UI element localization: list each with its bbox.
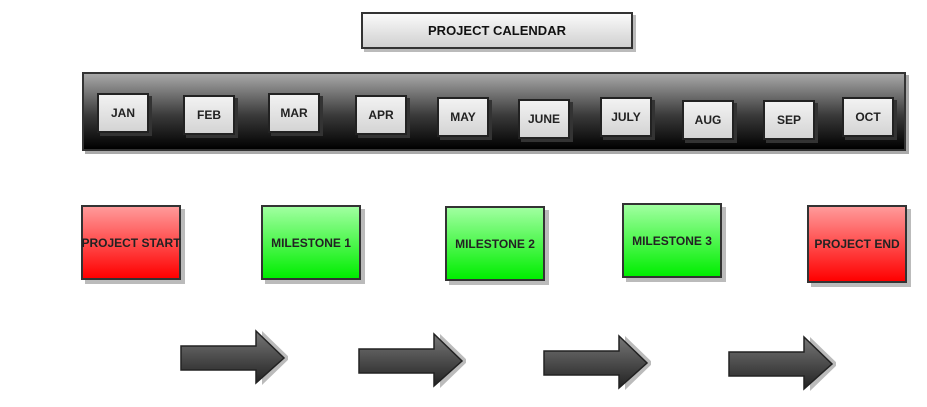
month-sep: SEP — [763, 100, 815, 140]
month-oct: OCT — [842, 97, 894, 137]
arrow-right-icon — [543, 334, 651, 390]
month-mar: MAR — [268, 93, 320, 133]
month-jan: JAN — [97, 93, 149, 133]
arrow-right-icon — [358, 332, 466, 388]
month-apr: APR — [355, 95, 407, 135]
project-end-box: PROJECT END — [807, 205, 907, 283]
project-calendar-title: PROJECT CALENDAR — [361, 12, 633, 49]
milestone-2-box: MILESTONE 2 — [445, 206, 545, 281]
arrow-right-icon — [728, 335, 836, 391]
month-june: JUNE — [518, 99, 570, 139]
month-may: MAY — [437, 97, 489, 137]
month-feb: FEB — [183, 95, 235, 135]
project-start-box: PROJECT START — [81, 205, 181, 280]
month-july: JULY — [600, 97, 652, 137]
arrow-right-icon — [180, 329, 288, 385]
month-aug: AUG — [682, 100, 734, 140]
milestone-1-box: MILESTONE 1 — [261, 205, 361, 280]
milestone-3-box: MILESTONE 3 — [622, 203, 722, 278]
